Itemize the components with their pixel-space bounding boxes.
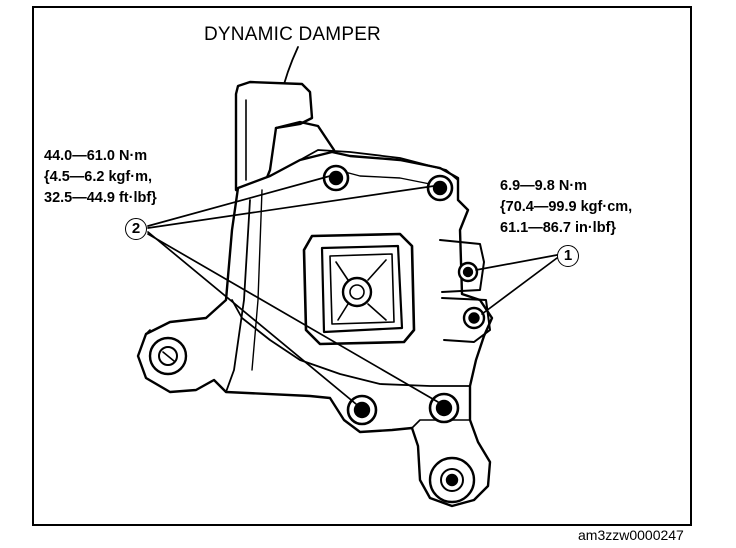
torque-spec-bolt-1: 6.9—9.8 N·m {70.4—99.9 kgf·cm, 61.1—86.7… bbox=[500, 176, 632, 239]
rubber-mount bbox=[302, 232, 416, 346]
torque-spec-line: 61.1—86.7 in·lbf} bbox=[500, 220, 617, 236]
bolt-bottom-right bbox=[428, 392, 460, 424]
torque-spec-line: 6.9—9.8 N·m bbox=[500, 178, 588, 194]
leaders-callout-1 bbox=[475, 254, 558, 315]
bolt-top-left bbox=[322, 164, 350, 192]
torque-spec-line: {4.5—6.2 kgf·m, bbox=[44, 169, 152, 185]
callout-2: 2 bbox=[125, 218, 147, 240]
torque-spec-line: 32.5—44.9 ft·lbf} bbox=[44, 190, 157, 206]
bolt-right-upper bbox=[457, 261, 479, 283]
figure-frame bbox=[32, 6, 692, 526]
torque-spec-line: {70.4—99.9 kgf·cm, bbox=[500, 199, 633, 215]
callout-1: 1 bbox=[557, 245, 579, 267]
figure-code: am3zzw0000247 bbox=[578, 527, 684, 543]
dynamic-damper-label: DYNAMIC DAMPER bbox=[204, 24, 381, 45]
arm-eye bbox=[148, 336, 188, 376]
torque-spec-bolt-2: 44.0—61.0 N·m {4.5—6.2 kgf·m, 32.5—44.9 … bbox=[44, 146, 157, 209]
bolt-top-right bbox=[426, 174, 454, 202]
torque-spec-line: 44.0—61.0 N·m bbox=[44, 148, 148, 164]
mount-bracket bbox=[136, 149, 494, 508]
leaders-callout-2 bbox=[147, 175, 439, 405]
bolt-right-lower bbox=[462, 306, 486, 330]
bottom-eye bbox=[428, 456, 476, 504]
